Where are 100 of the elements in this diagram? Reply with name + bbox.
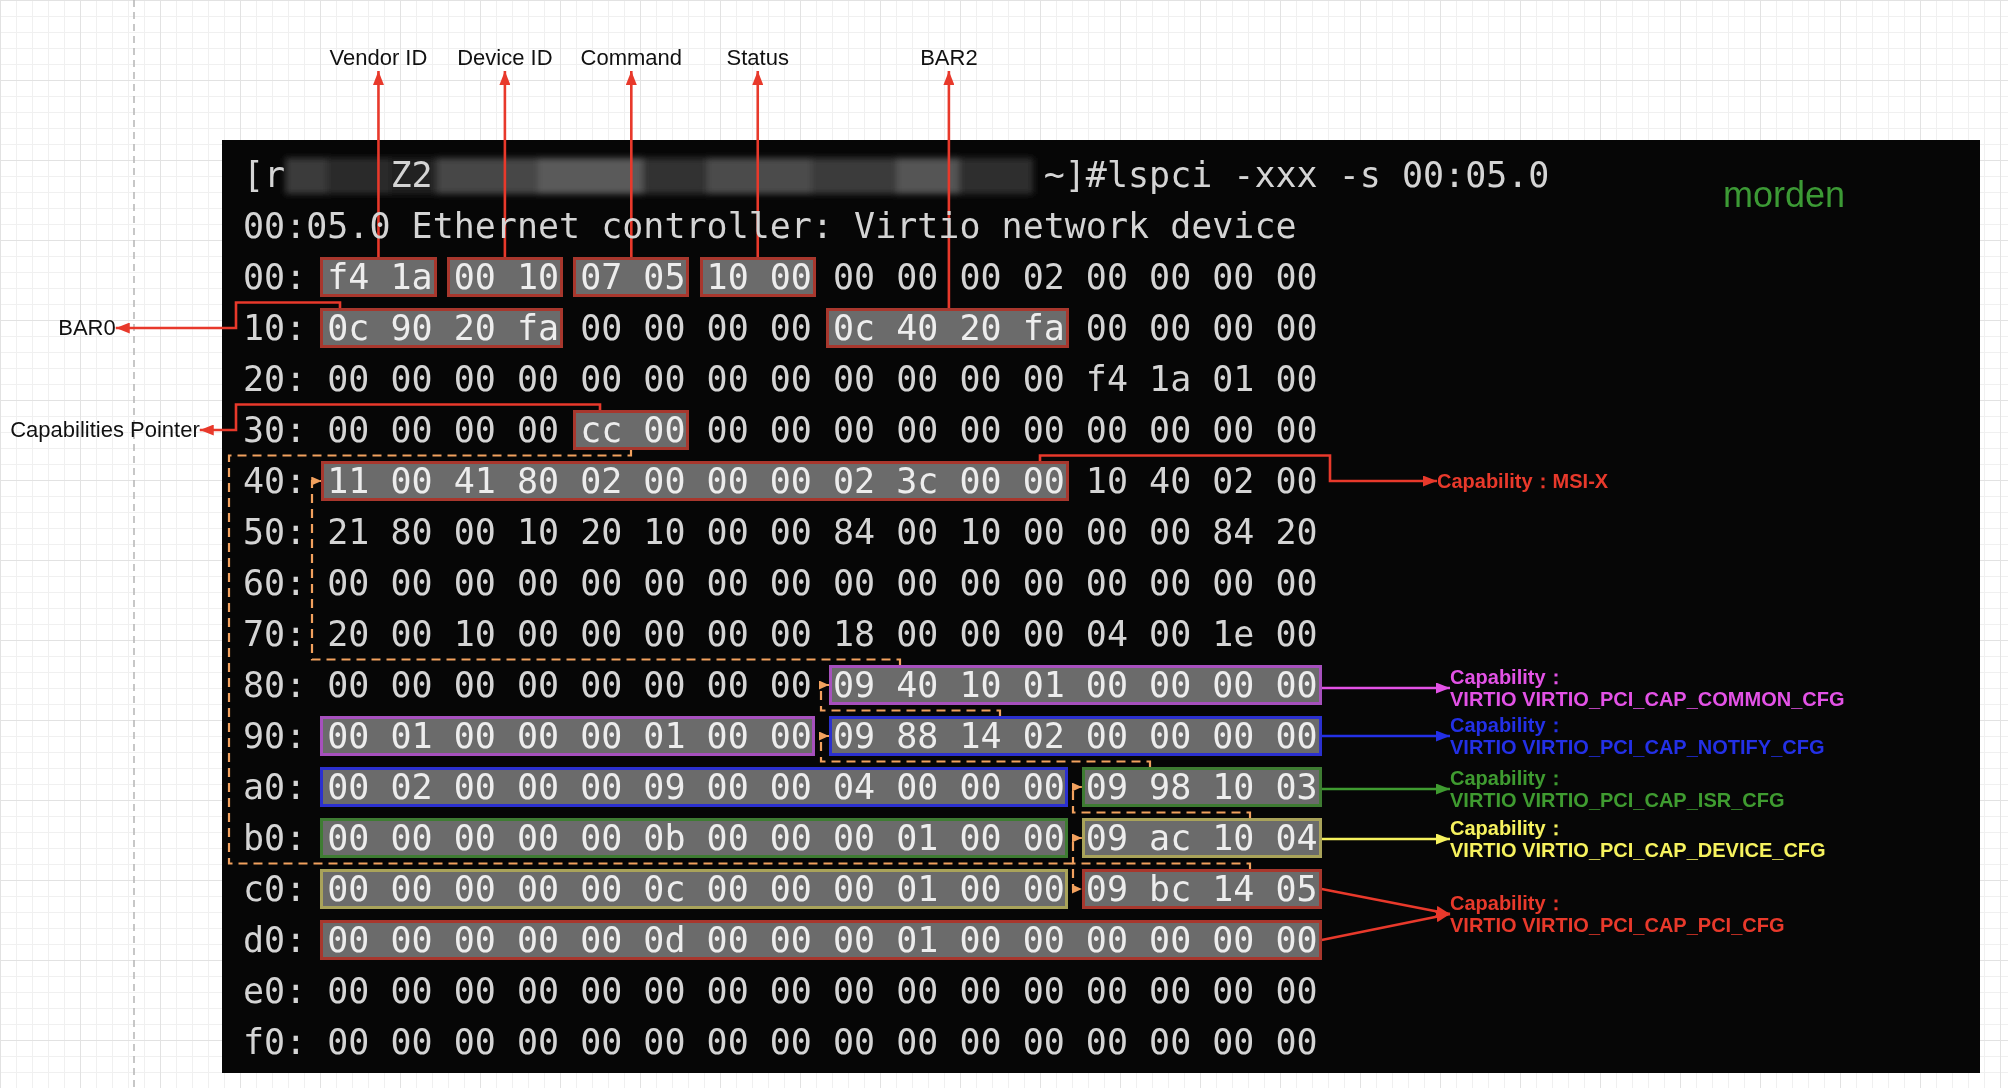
hex-bytes: 20 00 10 00 00 00 00 00 18 00 00 00 04 00 1e 00	[327, 619, 1318, 649]
arrow	[1321, 887, 1451, 918]
command-line-text: [r	[243, 160, 286, 190]
dashed-arrow	[819, 731, 1152, 767]
field-label: Status	[726, 45, 789, 71]
capability-heading: Capability：	[1450, 767, 1566, 789]
hex-bytes: f4 1a	[327, 262, 433, 292]
row-offset: 70:	[243, 619, 307, 649]
row-offset: 30:	[243, 415, 307, 445]
hex-bytes: 00 00 00 00	[327, 415, 560, 445]
hex-bytes: 00 01 00 00 00 01 00 00	[327, 721, 812, 751]
annotation-text: morden	[1722, 175, 1846, 215]
capability-name: VIRTIO VIRTIO_PCI_CAP_NOTIFY_CFG	[1450, 736, 1825, 758]
row-offset: a0:	[243, 772, 307, 802]
hex-bytes: 00 00 00 00	[1085, 313, 1318, 343]
hex-bytes: cc 00	[580, 415, 686, 445]
arrow	[1321, 682, 1450, 694]
hex-bytes: 09 ac 10 04	[1085, 823, 1318, 853]
capability-heading: Capability：	[1450, 817, 1566, 839]
dashed-arrow	[1071, 782, 1252, 818]
row-offset: 80:	[243, 670, 307, 700]
field-label: Vendor ID	[329, 45, 428, 71]
byte-highlight-box	[573, 410, 690, 450]
row-offset: f0:	[243, 1027, 307, 1057]
arrow	[1321, 910, 1451, 942]
row-offset: 50:	[243, 517, 307, 547]
hex-bytes: 0c 40 20 fa	[833, 313, 1065, 343]
hex-bytes: 00 00 00 00 00 0c 00 00 00 01 00 00	[327, 874, 1065, 904]
byte-highlight-box	[320, 257, 437, 297]
capability-heading: Capability：	[1450, 892, 1566, 914]
byte-highlight-box	[320, 818, 1068, 858]
byte-highlight-box	[320, 920, 1322, 960]
field-label: Device ID	[457, 45, 553, 71]
hex-bytes: 00 00 00 00 00 00 00 00 00 00 00 00 00 00 00 00	[327, 976, 1318, 1006]
hex-bytes: 00 00 00 00 00 00 00 00 00 00 00 00 00 00 00 00	[327, 568, 1318, 598]
byte-highlight-box	[826, 308, 1069, 348]
row-offset: d0:	[243, 925, 307, 955]
arrow	[752, 71, 764, 257]
byte-highlight-box	[699, 257, 816, 297]
arrow	[199, 403, 602, 436]
hex-bytes: 09 98 10 03	[1085, 772, 1318, 802]
byte-highlight-box	[320, 308, 564, 348]
hex-bytes: 00 00 00 00	[580, 313, 812, 343]
dashed-arrow	[227, 449, 1083, 894]
arrow	[625, 71, 637, 257]
arrow	[943, 71, 955, 308]
field-label: BAR0	[58, 315, 116, 341]
hex-bytes: 00 00 00 00 00 00 00 00 00 00	[706, 415, 1318, 445]
row-offset: 10:	[243, 313, 307, 343]
hex-bytes: 11 00 41 80 02 00 00 00 02 3c 00 00	[327, 466, 1065, 496]
hex-bytes: 00 00 00 00 00 0d 00 00 00 01 00 00 00 00 00 00	[327, 925, 1318, 955]
arrow	[1038, 454, 1437, 487]
command-line-text: Z2	[390, 160, 433, 190]
hex-bytes: 00 00 00 00 00 0b 00 00 00 01 00 00	[327, 823, 1065, 853]
byte-highlight-box	[320, 716, 815, 756]
row-offset: c0:	[243, 874, 307, 904]
arrow	[372, 71, 384, 257]
capability-heading: Capability：	[1450, 714, 1566, 736]
field-label: BAR2	[920, 45, 978, 71]
dashed-arrow	[310, 476, 902, 666]
row-offset: 40:	[243, 466, 307, 496]
row-offset: 20:	[243, 364, 307, 394]
hex-bytes: 00 02 00 00 00 09 00 00 04 00 00 00	[327, 772, 1065, 802]
capability-label: Capability：MSI-X	[1437, 470, 1609, 492]
byte-highlight-box	[320, 869, 1068, 909]
hex-bytes: 00 00 00 00 00 00 00 00 00 00 00 00 f4 1a 01 00	[327, 364, 1318, 394]
field-label: Command	[580, 45, 683, 71]
hex-bytes: 09 bc 14 05	[1085, 874, 1318, 904]
capability-name: VIRTIO VIRTIO_PCI_CAP_ISR_CFG	[1450, 789, 1785, 811]
row-offset: 60:	[243, 568, 307, 598]
hex-bytes: 0c 90 20 fa	[327, 313, 560, 343]
capability-name: VIRTIO VIRTIO_PCI_CAP_DEVICE_CFG	[1450, 839, 1826, 861]
arrow	[1321, 730, 1450, 742]
hex-bytes: 00 10	[453, 262, 560, 292]
hex-bytes: 09 88 14 02 00 00 00 00	[833, 721, 1318, 751]
arrow	[1321, 833, 1450, 845]
row-offset: 90:	[243, 721, 307, 751]
hex-bytes: 09 40 10 01 00 00 00 00	[833, 670, 1318, 700]
byte-highlight-box	[321, 461, 1069, 501]
capability-heading: Capability：	[1450, 666, 1566, 688]
arrow	[115, 301, 342, 334]
arrow	[1321, 783, 1450, 795]
field-label: Capabilities Pointer	[10, 417, 200, 443]
capability-name: VIRTIO VIRTIO_PCI_CAP_PCI_CFG	[1450, 914, 1785, 936]
row-offset: b0:	[243, 823, 307, 853]
dashed-arrow	[1071, 833, 1252, 869]
hex-bytes: 00 00 00 00 00 00 00 00 00 00 00 00 00 00 00 00	[327, 1027, 1318, 1057]
dashed-arrow	[819, 680, 1002, 716]
hex-bytes: 00 00 00 00 00 00 00 00	[327, 670, 812, 700]
hex-bytes: 10 00	[706, 262, 812, 292]
hex-bytes: 00 02 00 00 00 00	[959, 262, 1318, 292]
hex-bytes: 21 80 00 10 20 10 00 00 84 00 10 00 00 00 84 20	[327, 517, 1318, 547]
row-offset: 00:	[243, 262, 307, 292]
byte-highlight-box	[320, 767, 1068, 807]
arrow	[499, 71, 511, 257]
hex-bytes: 10 40 02 00	[1085, 466, 1318, 496]
row-offset: e0:	[243, 976, 307, 1006]
hex-bytes: 00 00	[833, 262, 939, 292]
byte-highlight-box	[573, 257, 690, 297]
hex-bytes: 07 05	[580, 262, 686, 292]
